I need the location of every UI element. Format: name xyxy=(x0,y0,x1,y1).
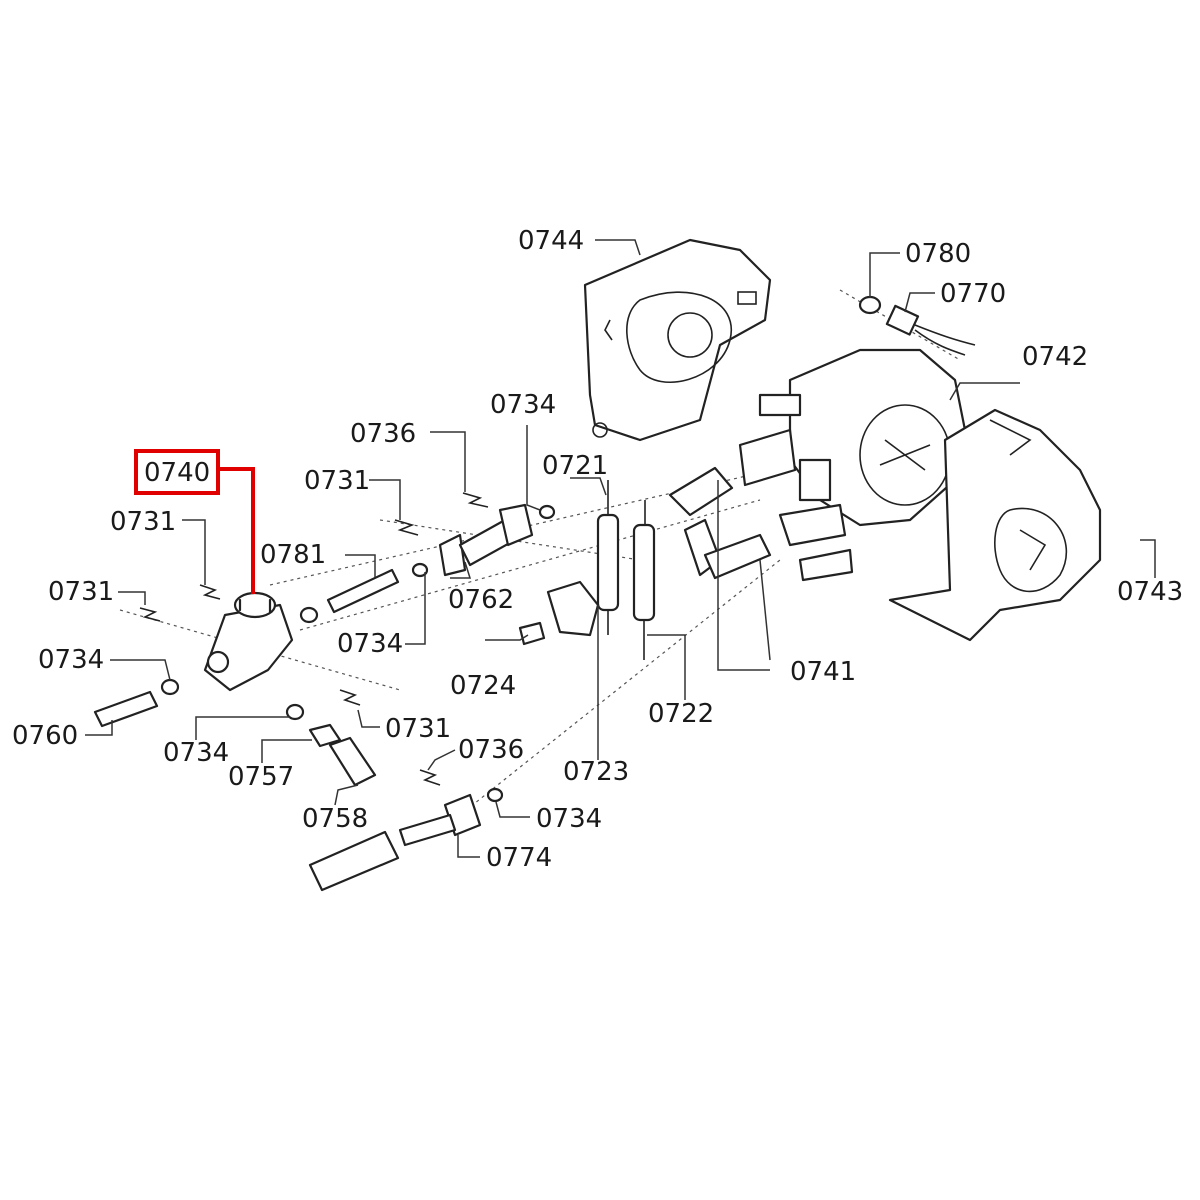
part-0742-fan-housing xyxy=(738,348,967,582)
label-0757: 0757 xyxy=(228,762,294,792)
label-0743: 0743 xyxy=(1117,577,1183,607)
label-0734-c: 0734 xyxy=(163,738,229,768)
label-0724: 0724 xyxy=(450,671,516,701)
leader-lines xyxy=(85,239,1156,858)
label-0723: 0723 xyxy=(563,757,629,787)
label-0722: 0722 xyxy=(648,699,714,729)
part-labels: 0744 0780 0770 0742 0734 0736 0721 0740 … xyxy=(12,226,1183,873)
label-0762: 0762 xyxy=(448,585,514,615)
part-0760-rod xyxy=(93,678,305,728)
label-0780: 0780 xyxy=(905,239,971,269)
label-0721: 0721 xyxy=(542,451,608,481)
label-0734-a: 0734 xyxy=(337,629,403,659)
label-0731-a: 0731 xyxy=(304,466,370,496)
part-0762-injector xyxy=(394,492,556,577)
label-0736: 0736 xyxy=(350,419,416,449)
label-0740: 0740 xyxy=(144,458,210,488)
part-0744-bracket xyxy=(583,238,772,442)
part-0741-hoses xyxy=(668,466,772,580)
part-0743-shroud xyxy=(888,408,1102,642)
label-0731-b: 0731 xyxy=(110,507,176,537)
label-0774: 0774 xyxy=(486,843,552,873)
label-0758: 0758 xyxy=(302,804,368,834)
label-0734-d: 0734 xyxy=(536,804,602,834)
label-0742: 0742 xyxy=(1022,342,1088,372)
label-0770: 0770 xyxy=(940,279,1006,309)
label-0741: 0741 xyxy=(790,657,856,687)
part-0781-tube xyxy=(299,562,429,624)
label-0736-a: 0736 xyxy=(458,735,524,765)
highlight-box xyxy=(134,449,220,495)
highlight-0740 xyxy=(134,449,255,594)
part-0757-0758-lead xyxy=(308,723,377,787)
highlight-leader xyxy=(218,467,255,594)
part-0774-injector xyxy=(308,769,504,892)
label-0731-d: 0731 xyxy=(385,714,451,744)
label-0781: 0781 xyxy=(260,540,326,570)
label-0734: 0734 xyxy=(490,390,556,420)
label-0744: 0744 xyxy=(518,226,584,256)
label-0734-b: 0734 xyxy=(38,645,104,675)
label-0731-c: 0731 xyxy=(48,577,114,607)
part-0723-bracket xyxy=(518,580,600,646)
part-0721-0722-thermocouples xyxy=(596,480,656,660)
label-0760: 0760 xyxy=(12,721,78,751)
part-0780-0770-sensor xyxy=(858,295,976,356)
